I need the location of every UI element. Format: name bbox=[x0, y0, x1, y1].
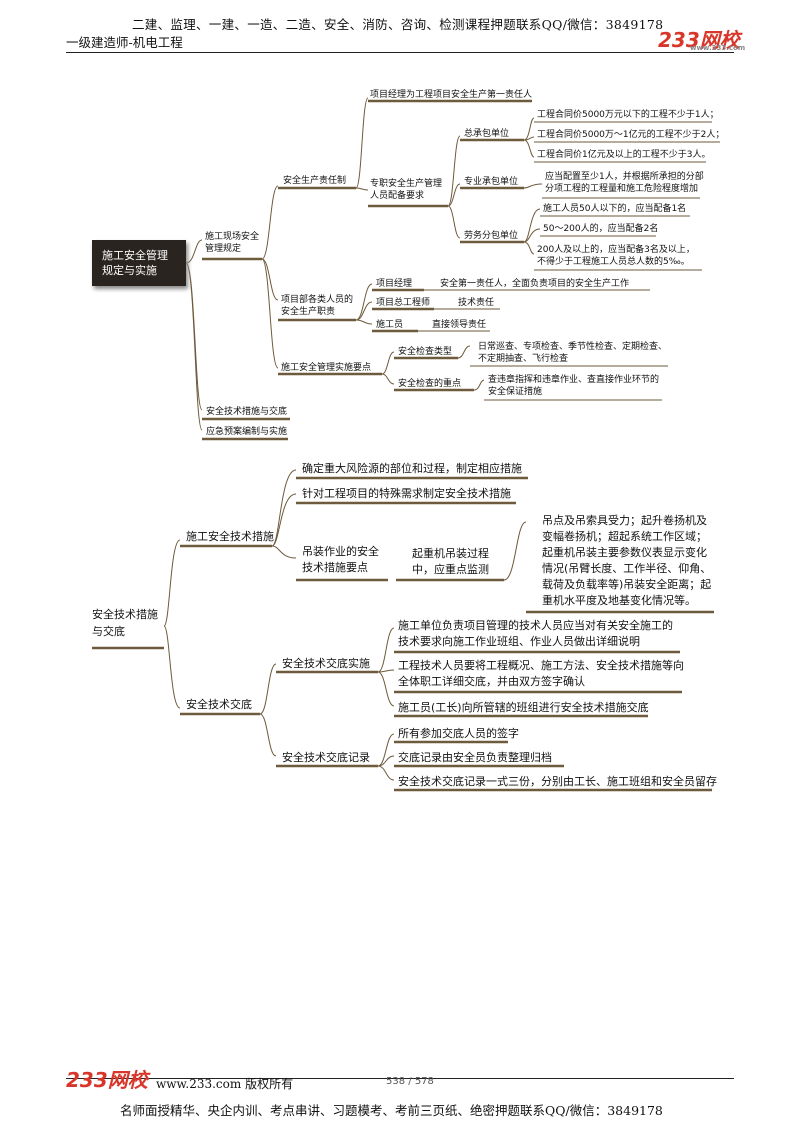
mindmap1-root: 施工安全管理规定与实施 bbox=[92, 240, 186, 286]
node-site-rules: 施工现场安全管理规定 bbox=[205, 232, 260, 254]
node-responsibility-system: 安全生产责任制 bbox=[283, 176, 347, 186]
page-number: 538 / 578 bbox=[386, 1076, 434, 1087]
node-general-contractor: 总承包单位 bbox=[464, 129, 510, 139]
node-crane-monitoring: 起重机吊装过程中，应重点监测 bbox=[412, 547, 489, 576]
node-record-3: 安全技术交底记录一式三份，分别由工长、施工班组和安全员留存 bbox=[398, 775, 717, 788]
header-line2: 一级建造师-机电工程 bbox=[66, 35, 183, 50]
node-role-pm-duty: 安全第一责任人，全面负责项目的安全生产工作 bbox=[440, 279, 630, 289]
node-check-focus: 安全检查的重点 bbox=[398, 379, 462, 389]
node-major-risk: 确定重大风险源的部位和过程，制定相应措施 bbox=[302, 462, 522, 475]
node-sc-rule: 应当配置至少1人，并根据所承担的分部分项工程的工程量和施工危险程度增加 bbox=[545, 172, 704, 194]
node-lab-rule3: 200人及以上的，应当配备3名及以上，不得少于工程施工人员总人数的5‰。 bbox=[537, 245, 695, 267]
footer-logo: 233网校 bbox=[66, 1068, 148, 1092]
node-emergency-plan: 应急预案编制与实施 bbox=[206, 427, 288, 437]
node-lab-rule2: 50～200人的，应当配备2名 bbox=[543, 224, 659, 234]
node-safety-disclosure: 安全技术交底 bbox=[186, 698, 252, 711]
node-safety-staff-req: 专职安全生产管理人员配备要求 bbox=[370, 179, 443, 201]
header-logo-sub: www.233.com bbox=[690, 44, 746, 52]
node-check-types-list: 日常巡查、专项检查、季节性检查、定期检查、不定期抽查、飞行检查 bbox=[478, 342, 668, 364]
footer-contact: 名师面授精华、央企内训、考点串讲、习题模考、考前三页纸、绝密押题联系QQ/微信：… bbox=[120, 1103, 663, 1118]
node-crane-monitor-items: 吊点及吊索具受力；起升卷扬机及变幅卷扬机；超起系统工作区域；起重机吊装主要参数仪… bbox=[542, 514, 712, 607]
node-record-1: 所有参加交底人员的签字 bbox=[398, 727, 519, 740]
node-gc-rule1: 工程合同价5000万元以下的工程不少于1人； bbox=[537, 110, 719, 120]
node-lifting-points: 吊装作业的安全技术措施要点 bbox=[302, 545, 379, 574]
node-disclosure-impl-3: 施工员(工长)向所管辖的班组进行安全技术措施交底 bbox=[398, 701, 649, 714]
node-implementation-points: 施工安全管理实施要点 bbox=[281, 363, 372, 373]
node-role-chief-engineer: 项目总工程师 bbox=[376, 298, 431, 308]
node-labor-subcontractor: 劳务分包单位 bbox=[464, 231, 519, 241]
node-specialty-contractor: 专业承包单位 bbox=[464, 177, 519, 187]
node-disclosure-impl: 安全技术交底实施 bbox=[282, 657, 370, 670]
node-pm-first-responsible: 项目经理为工程项目安全生产第一责任人 bbox=[370, 90, 533, 100]
node-special-needs: 针对工程项目的特殊需求制定安全技术措施 bbox=[302, 487, 511, 500]
node-role-foreman-duty: 直接领导责任 bbox=[432, 320, 487, 330]
node-disclosure-impl-2: 工程技术人员要将工程概况、施工方法、安全技术措施等向全体职工详细交底，并由双方签… bbox=[398, 659, 684, 688]
node-gc-rule2: 工程合同价5000万～1亿元的工程不少于2人； bbox=[537, 130, 725, 140]
mindmap2-root: 安全技术措施与交底 bbox=[92, 608, 158, 638]
node-role-pm: 项目经理 bbox=[376, 279, 413, 289]
node-check-types: 安全检查类型 bbox=[398, 347, 453, 357]
node-lab-rule1: 施工人员50人以下的，应当配备1名 bbox=[543, 204, 687, 214]
node-role-chief-duty: 技术责任 bbox=[458, 298, 495, 308]
node-staff-duties: 项目部各类人员的安全生产职责 bbox=[281, 295, 354, 317]
footer-divider bbox=[66, 1078, 734, 1079]
header-divider bbox=[66, 52, 734, 53]
node-gc-rule3: 工程合同价1亿元及以上的工程不少于3人。 bbox=[537, 150, 711, 160]
node-construction-measures: 施工安全技术措施 bbox=[186, 530, 274, 543]
node-disclosure-record: 安全技术交底记录 bbox=[282, 751, 370, 764]
node-record-2: 交底记录由安全员负责整理归档 bbox=[398, 751, 552, 764]
header-logo: 233网校 bbox=[658, 28, 740, 52]
footer-site: www.233.com 版权所有 bbox=[156, 1077, 294, 1091]
node-role-foreman: 施工员 bbox=[376, 320, 404, 330]
node-disclosure-impl-1: 施工单位负责项目管理的技术人员应当对有关安全施工的技术要求向施工作业班组、作业人… bbox=[398, 619, 673, 648]
node-tech-measures: 安全技术措施与交底 bbox=[206, 407, 288, 417]
header-line1: 二建、监理、一建、一造、二造、安全、消防、咨询、检测课程押题联系QQ/微信：38… bbox=[132, 17, 664, 32]
node-check-focus-list: 查违章指挥和违章作业、查直接作业环节的安全保证措施 bbox=[488, 375, 660, 397]
